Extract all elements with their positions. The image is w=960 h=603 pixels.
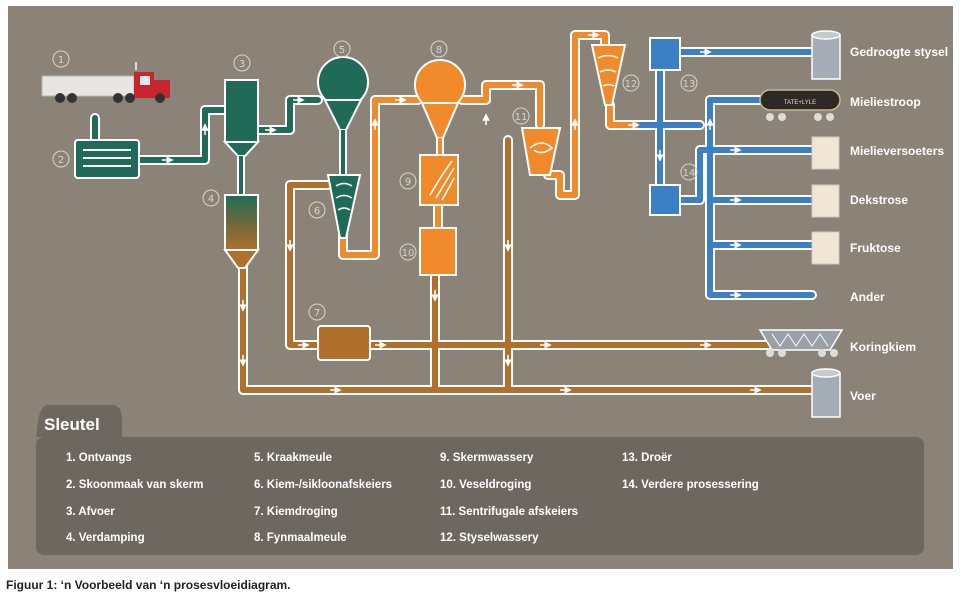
silo-icon	[811, 30, 841, 80]
stage-number-12: 12	[625, 79, 638, 90]
key-item-4: 4. Verdamping	[66, 532, 145, 544]
output-label-koringkiem: Koringkiem	[850, 340, 916, 354]
stage-number-1: 1	[58, 55, 64, 66]
stage-number-7: 7	[314, 308, 320, 319]
key-item-5: 5. Kraakmeule	[254, 452, 332, 464]
key-title: Sleutel	[44, 415, 100, 434]
key-item-6: 6. Kiem-/sikloonafskeiers	[254, 479, 392, 491]
output-label-ander: Ander	[850, 290, 885, 304]
output-label-gedroogte-stysel: Gedroogte stysel	[850, 45, 948, 59]
stage-number-3: 3	[239, 59, 245, 70]
silo-icon	[811, 368, 841, 418]
fine-grind-mill-icon	[414, 59, 466, 155]
starch-wash-cyclone-icon	[590, 44, 627, 106]
evaporator-icon	[223, 194, 260, 269]
screen-washer-icon	[419, 154, 459, 206]
stage-number-8: 8	[436, 45, 442, 56]
stage-number-4: 4	[208, 194, 214, 205]
dryer-icon	[649, 37, 681, 71]
stage-number-2: 2	[58, 155, 64, 166]
steep-tank-icon	[222, 79, 261, 195]
key-item-10: 10. Veseldroging	[440, 479, 531, 491]
stage-number-5: 5	[339, 45, 345, 56]
germ-dryer-icon	[317, 325, 371, 361]
tank-car-label: TATE+LYLE	[784, 100, 816, 106]
stage-number-6: 6	[314, 206, 320, 217]
key-item-3: 3. Afvoer	[66, 506, 115, 518]
screen-cleaner-icon	[74, 139, 140, 179]
fiber-dryer-icon	[419, 227, 457, 276]
stage-number-badges	[52, 40, 698, 321]
further-processing-icon	[649, 184, 681, 216]
bag-icon	[811, 136, 840, 265]
figure-caption: Figuur 1: ‘n Voorbeeld van ‘n prosesvloe…	[6, 578, 291, 592]
tank-car-icon: TATE+LYLE	[759, 89, 841, 121]
output-label-fruktose: Fruktose	[850, 241, 901, 255]
stage-number-10: 10	[402, 248, 415, 259]
key-item-8: 8. Fynmaalmeule	[254, 532, 347, 544]
key-item-2: 2. Skoonmaak van skerm	[66, 479, 203, 491]
key-item-1: 1. Ontvangs	[66, 452, 132, 464]
hopper-car-icon	[758, 329, 844, 357]
output-labels: Gedroogte stysel Mieliestroop Mielievers…	[850, 45, 948, 403]
key-item-11: 11. Sentrifugale afskeiers	[440, 506, 578, 518]
key-item-14: 14. Verdere prosessering	[622, 479, 759, 491]
key-item-12: 12. Styselwassery	[440, 532, 539, 544]
output-label-voer: Voer	[850, 389, 876, 403]
key-item-13: 13. Droër	[622, 452, 672, 464]
flow-arrows	[162, 31, 762, 394]
key-item-9: 9. Skermwassery	[440, 452, 534, 464]
truck-icon	[41, 62, 170, 103]
stage-number-14: 14	[683, 168, 696, 179]
output-label-dekstrose: Dekstrose	[850, 193, 908, 207]
stage-number-13: 13	[683, 79, 696, 90]
key-item-7: 7. Kiemdroging	[254, 506, 338, 518]
stage-number-9: 9	[405, 177, 411, 188]
output-label-mielieversoeters: Mielieversoeters	[850, 144, 944, 158]
centrifuge-icon	[520, 127, 562, 176]
output-label-mieliestroop: Mieliestroop	[850, 95, 921, 109]
stage-number-11: 11	[515, 112, 528, 123]
hydroclone-icon	[326, 174, 362, 239]
key-panel: Sleutel 1. Ontvangs 2. Skoonmaak van ske…	[36, 405, 924, 555]
